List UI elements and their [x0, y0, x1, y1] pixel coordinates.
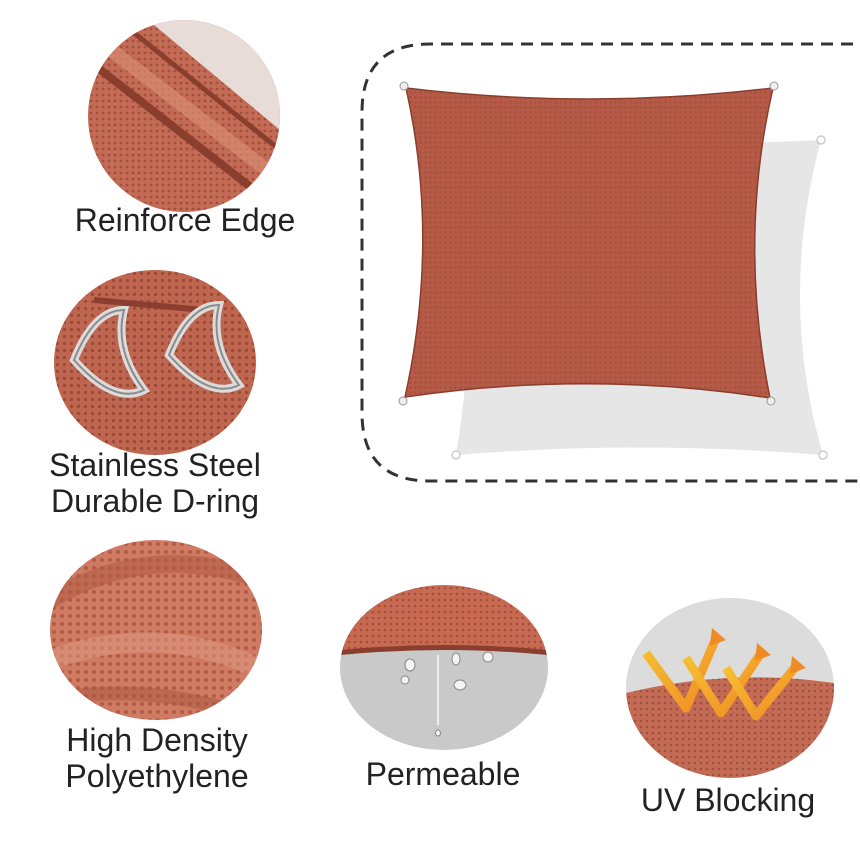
feature-label-line: UV Blocking — [640, 782, 816, 818]
feature-label: Reinforce Edge — [55, 202, 315, 238]
feature-label: UV Blocking — [598, 782, 858, 818]
feature-label: Stainless Steel Durable D-ring — [25, 447, 285, 519]
feature-label-line: Stainless Steel — [49, 447, 261, 483]
feature-label-line: Durable D-ring — [50, 483, 260, 519]
feature-label-line: Permeable — [365, 756, 521, 792]
feature-label-line: Reinforce Edge — [74, 202, 296, 238]
d-ring-photo — [54, 270, 256, 455]
feature-label-line: Polyethylene — [65, 758, 249, 794]
square-shade-sail-icon — [360, 42, 860, 483]
water-drops-photo — [340, 585, 548, 750]
reinforced-edge-photo — [88, 20, 280, 212]
feature-label-line: High Density — [66, 722, 248, 758]
uv-arrows-photo — [626, 598, 834, 778]
feature-label: Permeable — [313, 756, 573, 792]
shade-sail-product-panel — [358, 40, 860, 485]
feature-label: High Density Polyethylene — [27, 722, 287, 794]
hdpe-fabric-photo — [50, 540, 262, 720]
